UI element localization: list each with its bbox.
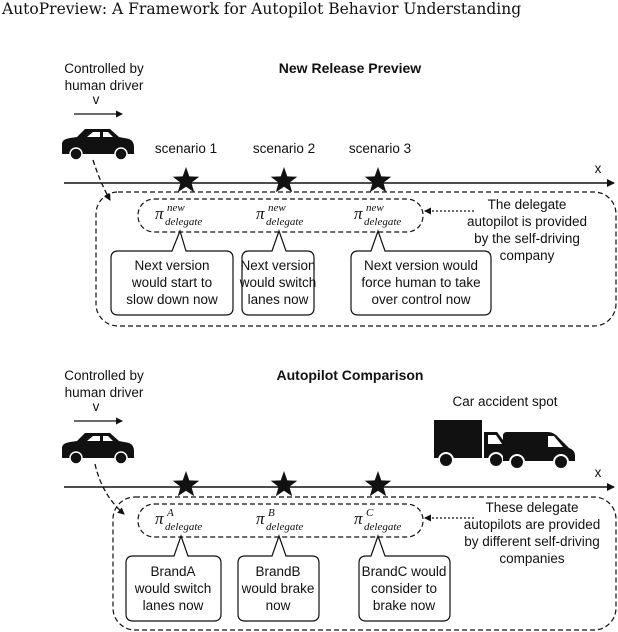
bottom-brand-b-star-icon — [270, 471, 298, 497]
bottom-bubble-a: BrandA would switch lanes now — [125, 534, 222, 622]
top-bubble-1-line3: slow down now — [126, 292, 218, 307]
top-bubble-1-outline — [110, 229, 234, 316]
accident-spot-label: Car accident spot — [452, 394, 557, 409]
top-policy-container — [95, 191, 617, 327]
top-scenario-2-label: scenario 2 — [253, 141, 315, 156]
bottom-bubble-c-line3: brake now — [373, 598, 436, 613]
top-bubble-2-line2: would switch — [239, 275, 317, 290]
bottom-panel: Controlled by human driver v Autopilot C… — [62, 367, 617, 631]
top-policy-2: π new delegate — [256, 202, 303, 228]
top-policy-1-subscript: delegate — [165, 216, 202, 228]
top-policy-1: π new delegate — [155, 202, 202, 228]
top-policy-1-symbol: π — [155, 204, 164, 223]
bottom-bubble-b-line2: would brake — [241, 581, 315, 596]
bottom-brand-c-star-icon — [364, 471, 392, 497]
bottom-driver-label-line1: Controlled by — [64, 368, 144, 383]
van-icon — [503, 432, 575, 470]
bottom-x-axis-label: x — [595, 465, 602, 480]
truck-icon — [434, 420, 508, 468]
top-scenario-1-star-icon — [172, 167, 200, 193]
top-policy-2-subscript: delegate — [266, 216, 303, 228]
top-bubble-3-line1: Next version would — [364, 258, 478, 273]
bottom-driver-label-line2: human driver — [65, 385, 144, 400]
bottom-policy-a: π A delegate — [155, 507, 202, 533]
top-note-line4: company — [500, 248, 555, 263]
bottom-car-icon — [62, 433, 134, 465]
top-bubble-3-outline — [350, 229, 492, 316]
bottom-policy-c-subscript: delegate — [364, 521, 401, 533]
top-scenario-1-label: scenario 1 — [155, 141, 217, 156]
bottom-policy-a-symbol: π — [155, 509, 164, 528]
top-scenario-3-label: scenario 3 — [349, 141, 411, 156]
bottom-note-line4: companies — [499, 551, 565, 566]
bottom-panel-title: Autopilot Comparison — [277, 367, 424, 383]
bottom-policy-container — [112, 496, 617, 631]
top-policy-2-superscript: new — [268, 202, 286, 214]
bottom-policy-a-superscript: A — [166, 507, 174, 519]
top-velocity-label: v — [93, 92, 100, 107]
top-panel-title: New Release Preview — [279, 60, 422, 76]
top-bubble-2: Next version would switch lanes now — [239, 229, 317, 316]
top-bubble-3-line2: force human to take — [361, 275, 480, 290]
bottom-bubble-a-line1: BrandA — [150, 564, 195, 579]
top-bubble-3-line3: over control now — [371, 292, 470, 307]
page-header: AutoPreview: A Framework for Autopilot B… — [1, 0, 521, 18]
top-scenario-2-star-icon — [270, 167, 298, 193]
bottom-bubble-c: BrandC would consider to brake now — [358, 534, 451, 622]
top-policy-3-symbol: π — [354, 204, 363, 223]
top-bubble-2-outline — [241, 229, 315, 316]
top-panel: Controlled by human driver v New Release… — [62, 60, 617, 327]
bottom-policy-b-subscript: delegate — [266, 521, 303, 533]
bottom-policy-b: π B delegate — [256, 507, 303, 533]
bottom-policy-b-superscript: B — [268, 507, 275, 519]
top-policy-2-symbol: π — [256, 204, 265, 223]
top-bubble-1-line2: would start to — [131, 275, 212, 290]
top-x-axis-label: x — [595, 161, 602, 176]
bottom-note-line3: by different self-driving — [464, 534, 600, 549]
bottom-note-line1: These delegate — [485, 500, 578, 515]
top-handoff-arrow — [92, 159, 111, 201]
bottom-bubble-c-line2: consider to — [371, 581, 437, 596]
bottom-brand-a-star-icon — [172, 471, 200, 497]
top-bubble-2-line1: Next version — [240, 258, 315, 273]
bottom-velocity-label: v — [93, 399, 100, 414]
top-policy-3: π new delegate — [354, 202, 401, 228]
bottom-policy-a-subscript: delegate — [165, 521, 202, 533]
bottom-bubble-b: BrandB would brake now — [237, 534, 320, 622]
bottom-bubble-b-line3: now — [266, 598, 291, 613]
top-scenario-3-star-icon — [364, 167, 392, 193]
top-bubble-1: Next version would start to slow down no… — [110, 229, 234, 316]
top-policy-3-subscript: delegate — [364, 216, 401, 228]
bottom-bubble-a-line3: lanes now — [143, 598, 204, 613]
bottom-handoff-arrow — [94, 463, 125, 515]
top-car-icon — [62, 129, 134, 161]
bottom-policy-b-symbol: π — [256, 509, 265, 528]
bottom-policy-c-superscript: C — [366, 507, 374, 519]
bottom-policy-c-symbol: π — [354, 509, 363, 528]
bottom-bubble-c-outline — [358, 534, 451, 622]
top-note-line2: autopilot is provided — [467, 214, 587, 229]
top-policy-3-superscript: new — [366, 202, 384, 214]
bottom-bubble-a-outline — [125, 534, 222, 622]
top-driver-label-line2: human driver — [65, 78, 144, 93]
bottom-bubble-c-line1: BrandC would — [362, 564, 447, 579]
top-policy-1-superscript: new — [167, 202, 185, 214]
top-bubble-2-line3: lanes now — [248, 292, 309, 307]
bottom-bubble-a-line2: would switch — [134, 581, 212, 596]
bottom-bubble-b-outline — [237, 534, 320, 622]
top-driver-label-line1: Controlled by — [64, 61, 144, 76]
bottom-bubble-b-line1: BrandB — [255, 564, 300, 579]
top-bubble-1-line1: Next version — [134, 258, 209, 273]
bottom-note-line2: autopilots are provided — [464, 517, 601, 532]
top-note-line1: The delegate — [488, 197, 567, 212]
top-bubble-3: Next version would force human to take o… — [350, 229, 492, 316]
top-note-line3: by the self-driving — [474, 231, 580, 246]
bottom-policy-c: π C delegate — [354, 507, 401, 533]
